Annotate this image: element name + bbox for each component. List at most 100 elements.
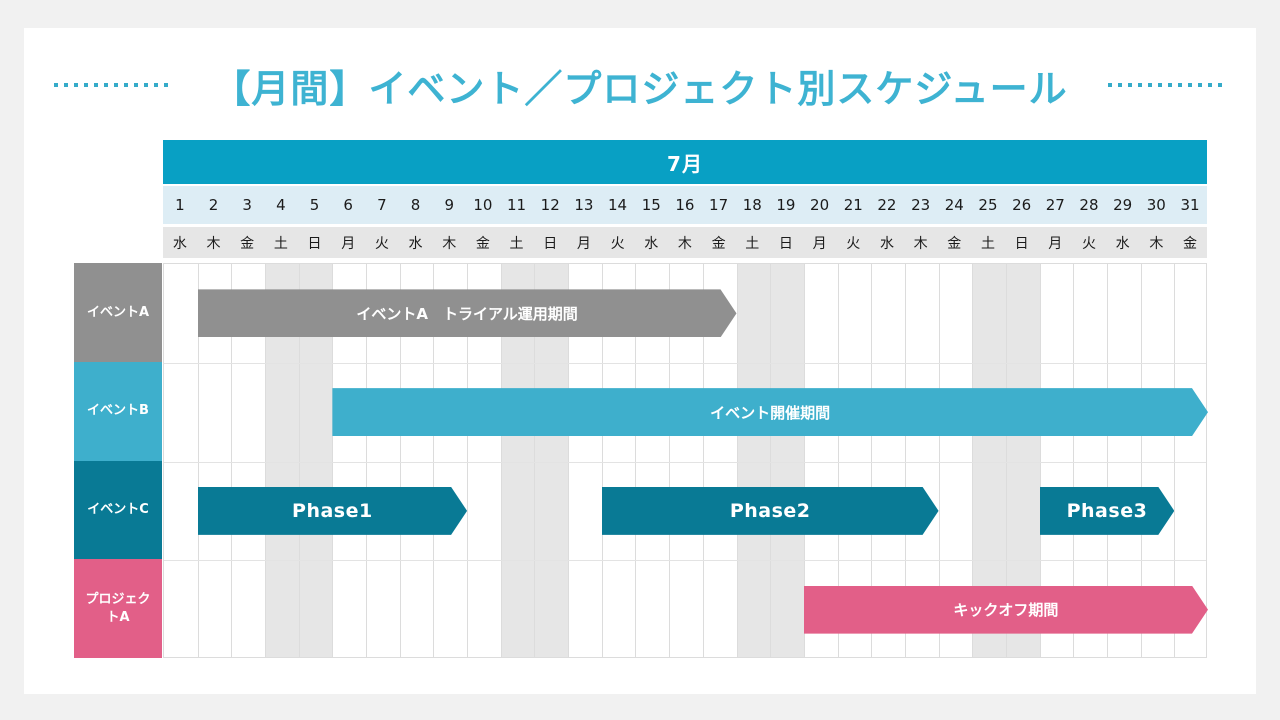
day-number: 16 bbox=[675, 196, 695, 214]
grid-line-vertical bbox=[972, 264, 974, 657]
weekday-label: 日 bbox=[1014, 235, 1029, 252]
weekday-label: 火 bbox=[374, 235, 389, 252]
weekday-label: 月 bbox=[812, 235, 827, 252]
weekday-label: 木 bbox=[206, 235, 221, 252]
grid-line-vertical bbox=[1005, 264, 1007, 657]
weekday-label: 水 bbox=[879, 235, 894, 252]
grid-line-vertical bbox=[366, 264, 368, 657]
row-label: イベントB bbox=[74, 361, 162, 461]
weekend-shade bbox=[770, 264, 804, 657]
gantt-bar: Phase2 bbox=[602, 487, 939, 535]
weekday-label: 木 bbox=[677, 235, 692, 252]
day-number: 14 bbox=[608, 196, 628, 214]
dotted-line-right bbox=[1107, 83, 1226, 87]
weekday-row: 水木金土日月火水木金土日月火水木金土日月火水木金土日月火水木金 bbox=[163, 227, 1207, 258]
row-label: イベントA bbox=[74, 263, 162, 362]
day-number: 18 bbox=[742, 196, 762, 214]
grid-line-vertical bbox=[1039, 264, 1041, 657]
grid-line-vertical bbox=[635, 264, 637, 657]
day-number: 3 bbox=[242, 196, 252, 214]
grid-line-vertical bbox=[803, 264, 805, 657]
dotted-line-left bbox=[54, 83, 173, 87]
grid-line-vertical bbox=[736, 264, 738, 657]
day-number: 11 bbox=[507, 196, 527, 214]
weekday-label: 金 bbox=[475, 235, 490, 252]
weekday-label: 土 bbox=[509, 235, 524, 252]
day-number: 31 bbox=[1180, 196, 1200, 214]
gantt-bar: キックオフ期間 bbox=[804, 586, 1208, 634]
day-number: 15 bbox=[641, 196, 661, 214]
day-number: 20 bbox=[810, 196, 830, 214]
weekday-label: 木 bbox=[1149, 235, 1164, 252]
weekday-label: 金 bbox=[947, 235, 962, 252]
weekday-label: 木 bbox=[913, 235, 928, 252]
day-number: 21 bbox=[843, 196, 863, 214]
day-number: 24 bbox=[944, 196, 964, 214]
grid-line-vertical bbox=[702, 264, 704, 657]
day-number: 22 bbox=[877, 196, 897, 214]
day-number: 26 bbox=[1012, 196, 1032, 214]
day-number: 17 bbox=[709, 196, 729, 214]
day-number: 27 bbox=[1045, 196, 1065, 214]
day-number: 28 bbox=[1079, 196, 1099, 214]
grid-line-vertical bbox=[601, 264, 603, 657]
day-number: 10 bbox=[473, 196, 493, 214]
grid-line-vertical bbox=[871, 264, 873, 657]
weekday-label: 水 bbox=[408, 235, 423, 252]
row-label: プロジェクトA bbox=[74, 559, 162, 658]
gantt-bar: イベント開催期間 bbox=[332, 388, 1208, 436]
day-number: 30 bbox=[1146, 196, 1166, 214]
weekday-label: 土 bbox=[980, 235, 995, 252]
grid-line-vertical bbox=[534, 264, 536, 657]
weekday-label: 日 bbox=[778, 235, 793, 252]
day-number: 2 bbox=[208, 196, 219, 214]
day-number: 25 bbox=[978, 196, 998, 214]
grid-line-vertical bbox=[568, 264, 570, 657]
grid-line-vertical bbox=[938, 264, 940, 657]
grid-line-vertical bbox=[770, 264, 772, 657]
grid-line-horizontal bbox=[164, 560, 1206, 562]
grid-line-vertical bbox=[669, 264, 671, 657]
grid-line-vertical bbox=[1140, 264, 1142, 657]
day-number: 9 bbox=[444, 196, 454, 214]
day-number: 5 bbox=[309, 196, 320, 214]
grid-line-vertical bbox=[467, 264, 469, 657]
weekday-label: 月 bbox=[576, 235, 591, 252]
gantt-bar: Phase3 bbox=[1040, 487, 1175, 535]
grid-line-horizontal bbox=[164, 362, 1206, 364]
weekday-label: 日 bbox=[307, 235, 322, 252]
day-number: 7 bbox=[377, 196, 387, 214]
grid-line-vertical bbox=[197, 264, 199, 657]
weekend-shade bbox=[736, 264, 771, 657]
grid-line-vertical bbox=[433, 264, 435, 657]
weekday-label: 木 bbox=[442, 235, 457, 252]
weekday-label: 水 bbox=[1115, 235, 1130, 252]
grid-line-vertical bbox=[265, 264, 267, 657]
weekday-label: 金 bbox=[1182, 235, 1197, 252]
weekday-label: 金 bbox=[240, 235, 255, 252]
grid-line-horizontal bbox=[164, 461, 1206, 463]
grid-line-vertical bbox=[332, 264, 334, 657]
day-number: 4 bbox=[276, 196, 286, 214]
weekday-label: 土 bbox=[273, 235, 288, 252]
weekday-label: 火 bbox=[610, 235, 625, 252]
day-number: 12 bbox=[540, 196, 560, 214]
weekday-label: 土 bbox=[745, 235, 760, 252]
day-number: 6 bbox=[343, 196, 353, 214]
grid-line-vertical bbox=[837, 264, 839, 657]
grid-line-vertical bbox=[500, 264, 502, 657]
title-section: 【月間】イベント／プロジェクト別スケジュール bbox=[24, 60, 1256, 111]
weekday-label: 月 bbox=[1048, 235, 1063, 252]
month-header: 7月 bbox=[163, 140, 1207, 184]
day-number: 1 bbox=[175, 196, 185, 214]
grid-line-vertical bbox=[399, 264, 401, 657]
gantt-bar: イベントA トライアル運用期間 bbox=[198, 289, 737, 337]
weekday-label: 火 bbox=[846, 235, 861, 252]
day-number: 13 bbox=[574, 196, 594, 214]
gantt-bar: Phase1 bbox=[198, 487, 467, 535]
